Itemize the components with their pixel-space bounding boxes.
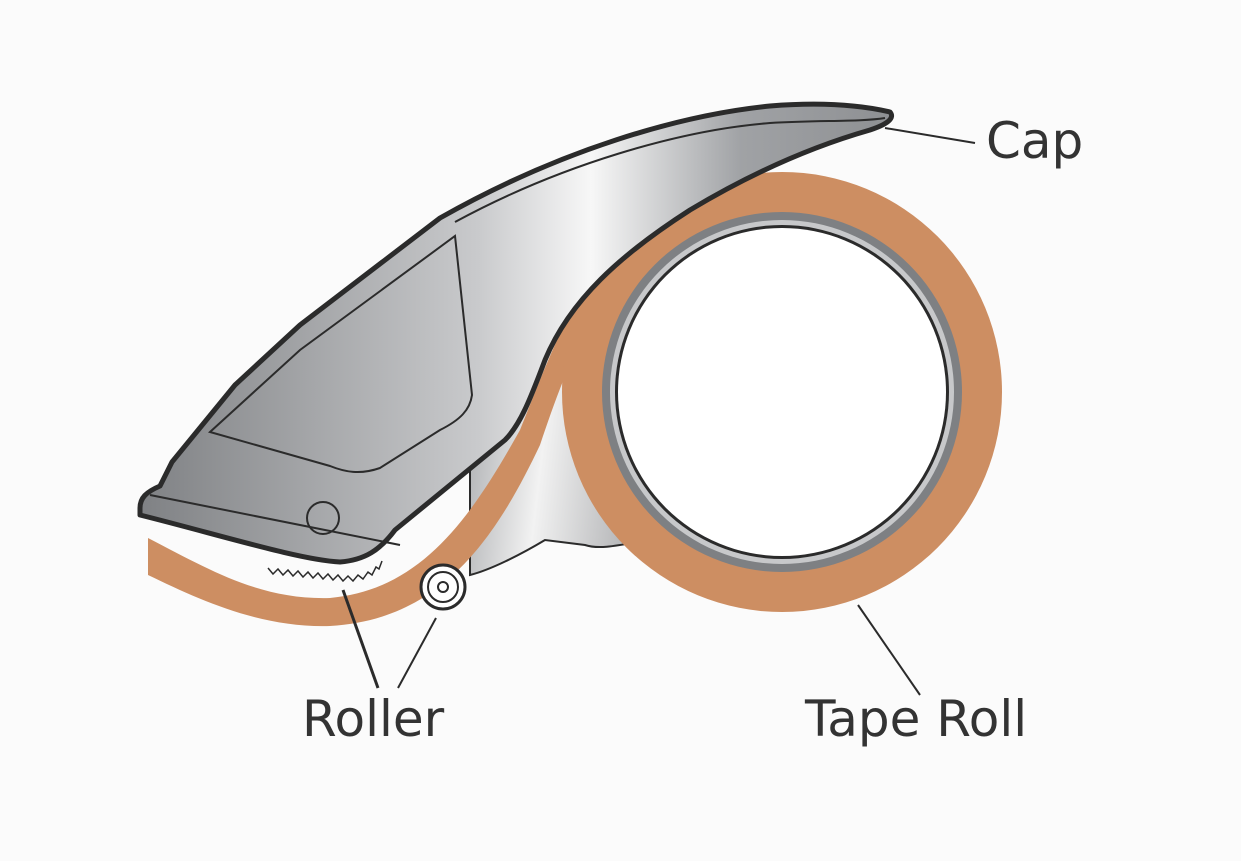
cap-inner-line	[454, 117, 886, 223]
cap-label: Cap	[986, 112, 1084, 170]
roller-label: Roller	[302, 690, 445, 748]
tape-roll	[562, 172, 1002, 612]
roller-leader-2	[397, 617, 437, 689]
cutter-teeth	[267, 560, 383, 583]
roller	[419, 563, 467, 611]
dispenser-body	[137, 101, 895, 565]
tape-roll-label: Tape Roll	[805, 690, 1028, 748]
body-panel	[207, 234, 474, 474]
roller-leader-1	[341, 589, 380, 689]
cap-leader	[884, 127, 976, 144]
tape-roll-leader	[857, 604, 921, 696]
blade-edge	[149, 494, 401, 546]
tape-strip	[148, 305, 590, 627]
screw	[306, 501, 340, 535]
